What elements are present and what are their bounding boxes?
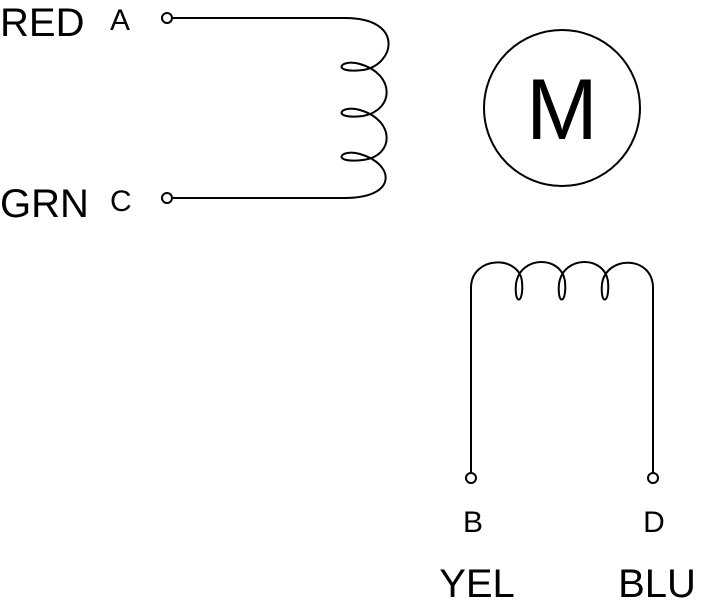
label-d: D — [643, 506, 665, 539]
terminal-b — [465, 472, 477, 484]
label-blu: BLU — [618, 562, 696, 600]
label-red: RED — [0, 1, 84, 45]
label-b: B — [463, 506, 483, 539]
coil-a-c — [340, 17, 390, 199]
label-grn: GRN — [0, 182, 89, 226]
winding-b-d — [465, 261, 659, 484]
motor-circle — [483, 29, 641, 187]
terminal-c — [161, 192, 173, 204]
winding-a-c — [161, 12, 390, 204]
label-a: A — [110, 4, 130, 37]
label-c: C — [110, 185, 132, 218]
terminal-d — [647, 472, 659, 484]
label-yel: YEL — [439, 562, 515, 600]
motor-symbol: M — [483, 29, 641, 187]
coil-b-d — [470, 261, 654, 477]
motor-letter: M — [526, 62, 598, 158]
terminal-a — [161, 12, 173, 24]
